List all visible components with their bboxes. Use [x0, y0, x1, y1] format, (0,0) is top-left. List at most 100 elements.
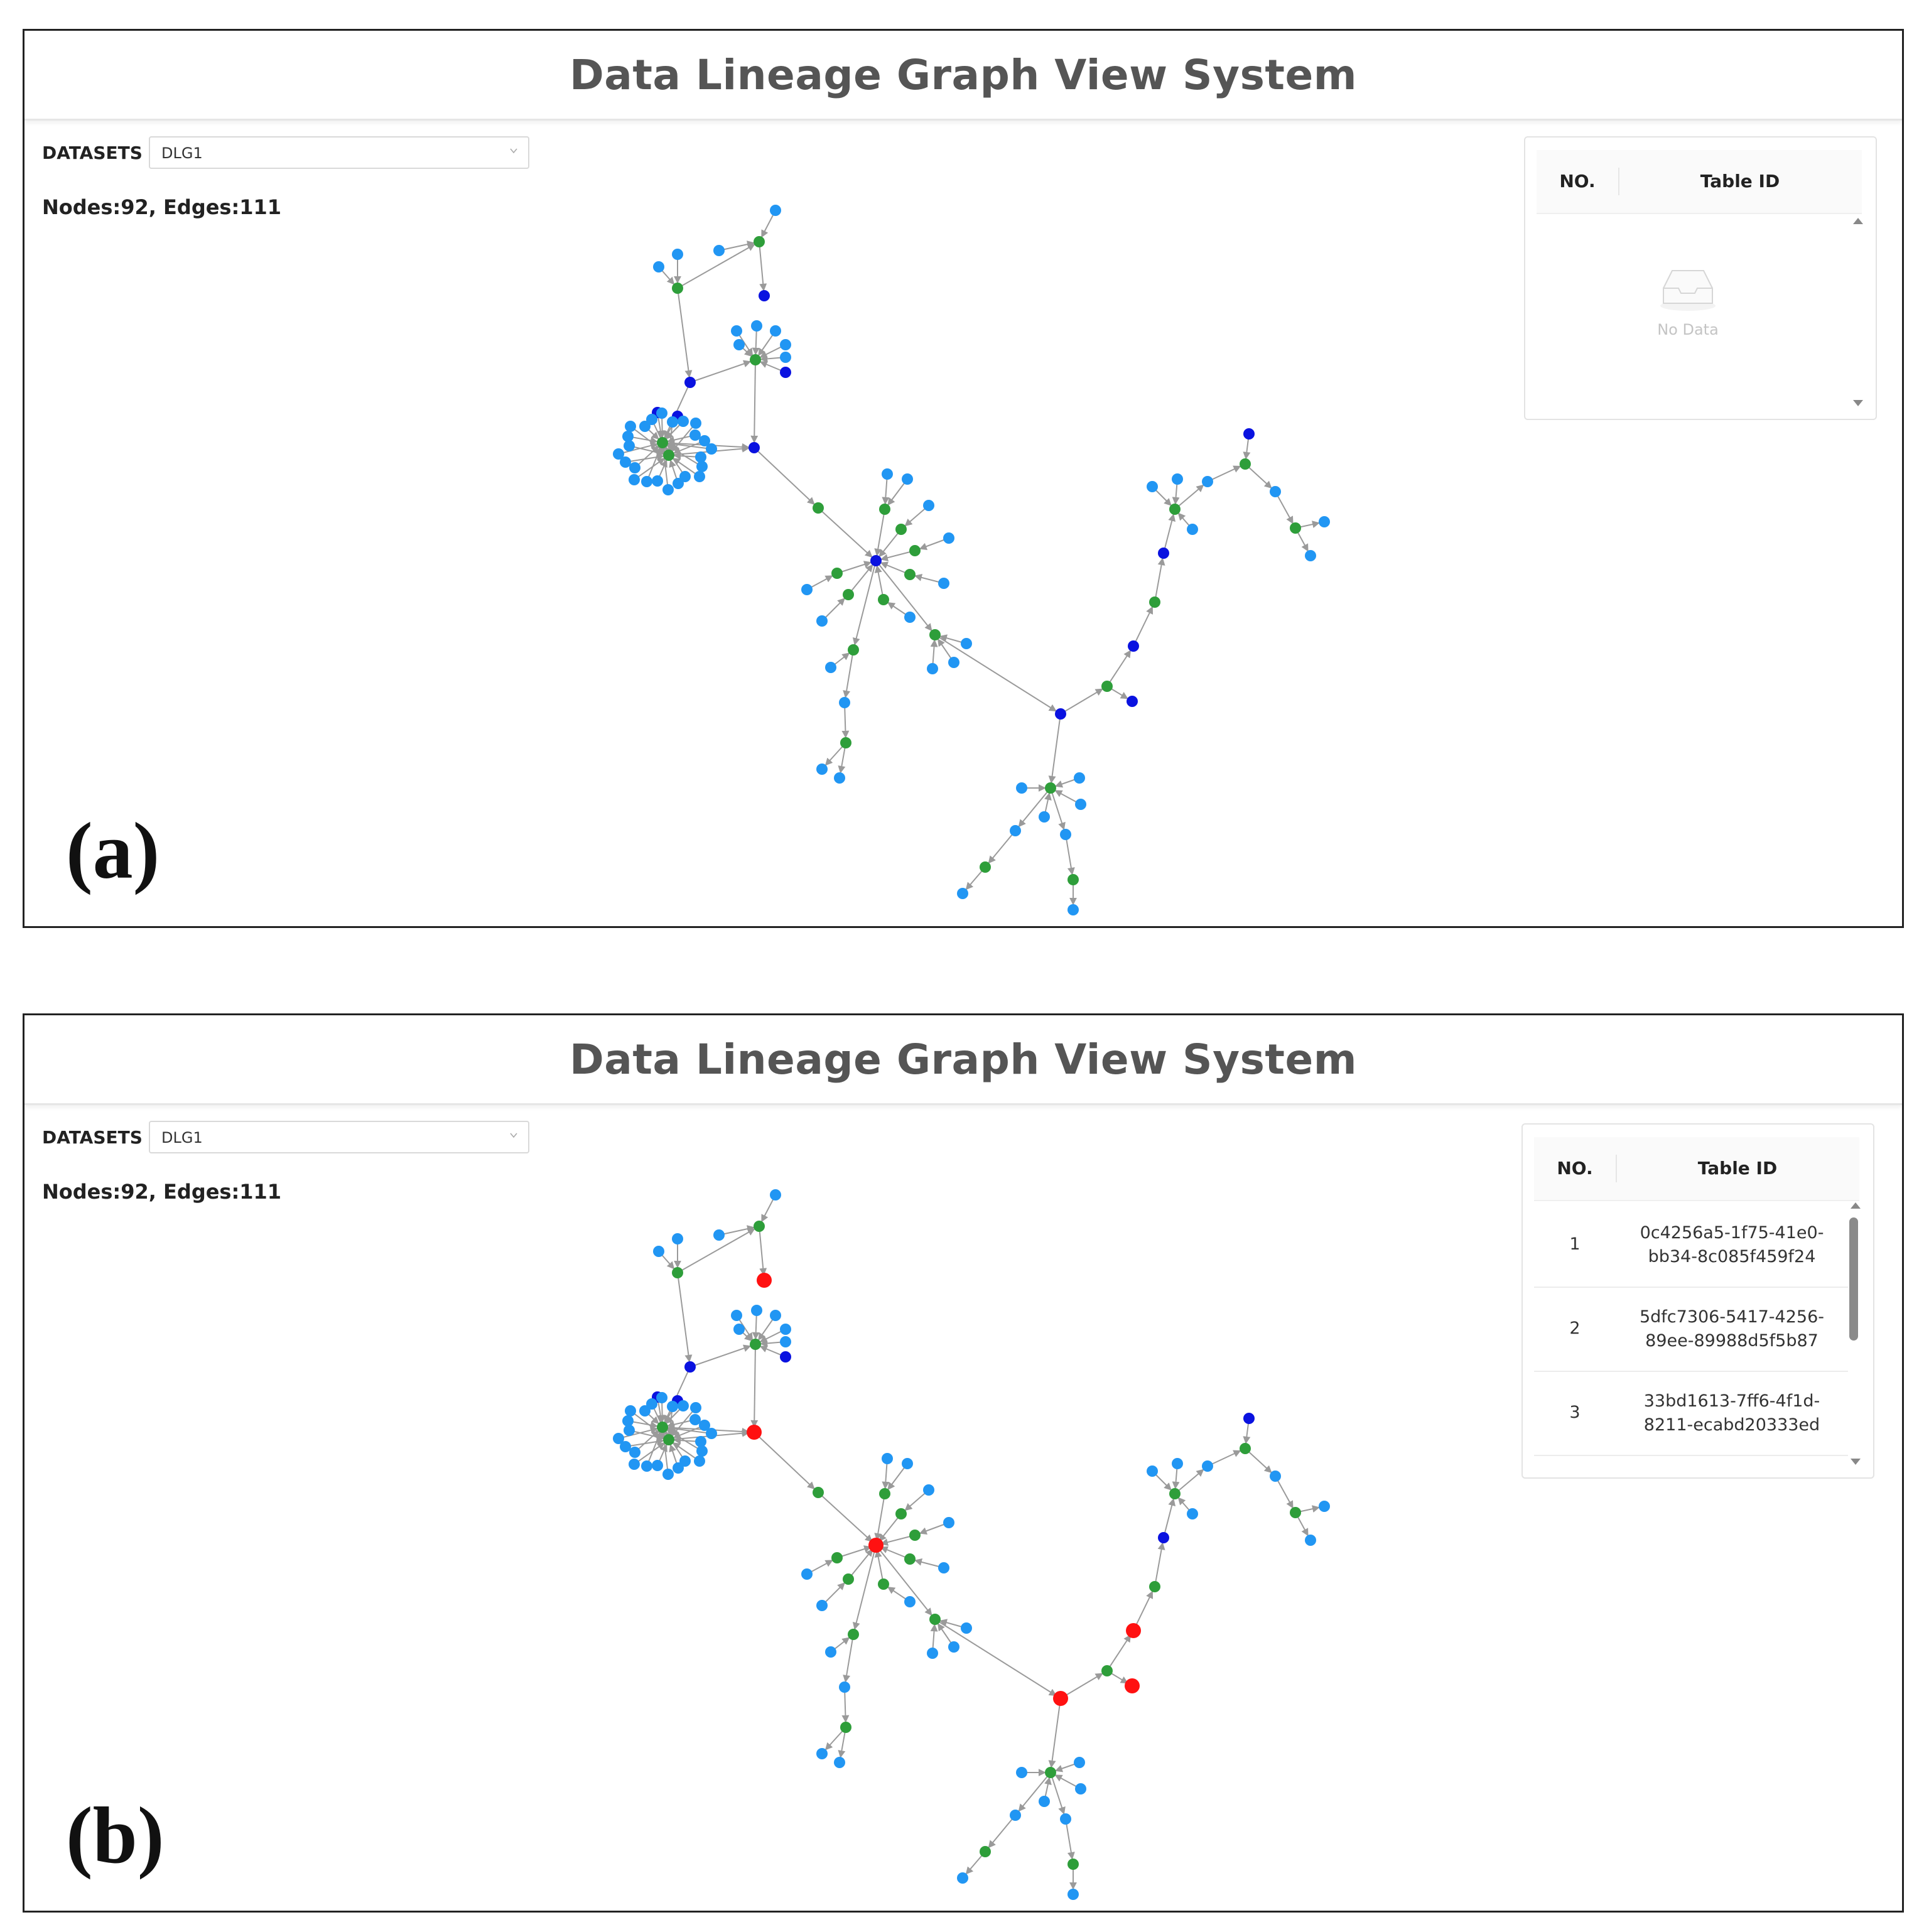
- graph-node[interactable]: [713, 245, 725, 256]
- graph-node[interactable]: [613, 448, 624, 460]
- graph-node[interactable]: [672, 283, 683, 294]
- graph-node[interactable]: [848, 1629, 859, 1640]
- graph-node[interactable]: [672, 1267, 683, 1278]
- graph-node[interactable]: [673, 478, 684, 489]
- graph-node[interactable]: [652, 1460, 663, 1471]
- graph-node[interactable]: [620, 1441, 631, 1452]
- graph-node[interactable]: [1075, 1783, 1086, 1794]
- graph-node[interactable]: [938, 578, 949, 589]
- graph-node[interactable]: [882, 468, 893, 480]
- graph-node[interactable]: [1147, 1465, 1158, 1477]
- graph-node[interactable]: [1243, 428, 1255, 440]
- graph-node[interactable]: [961, 638, 972, 649]
- graph-node[interactable]: [1045, 782, 1056, 794]
- graph-node[interactable]: [870, 555, 882, 566]
- graph-node[interactable]: [1147, 481, 1158, 492]
- graph-node[interactable]: [980, 861, 991, 873]
- graph-node[interactable]: [1270, 1471, 1281, 1482]
- graph-node[interactable]: [1149, 596, 1160, 608]
- graph-node[interactable]: [1074, 772, 1085, 784]
- graph-node[interactable]: [1075, 799, 1086, 810]
- datasets-select[interactable]: DLG1: [149, 136, 529, 169]
- graph-node[interactable]: [904, 569, 916, 580]
- graph-node-highlighted[interactable]: [868, 1538, 884, 1553]
- graph-node[interactable]: [1187, 1508, 1198, 1519]
- graph-node[interactable]: [770, 205, 781, 216]
- graph-node[interactable]: [816, 764, 828, 775]
- graph-node[interactable]: [943, 532, 954, 544]
- graph-node-highlighted[interactable]: [1053, 1691, 1068, 1706]
- table-row[interactable]: 2 5dfc7306-5417-4256- 89ee-89988d5f5b87: [1534, 1287, 1848, 1372]
- graph-node[interactable]: [696, 1445, 708, 1457]
- graph-node[interactable]: [929, 1614, 941, 1625]
- graph-node[interactable]: [1067, 874, 1079, 885]
- graph-node[interactable]: [840, 737, 851, 748]
- graph-node[interactable]: [780, 352, 791, 363]
- graph-node[interactable]: [629, 1447, 640, 1458]
- graph-node[interactable]: [1127, 696, 1138, 707]
- graph-node[interactable]: [750, 1339, 761, 1350]
- graph-node[interactable]: [980, 1846, 991, 1857]
- graph-node[interactable]: [733, 1324, 745, 1335]
- lineage-graph[interactable]: [24, 119, 1902, 926]
- graph-node[interactable]: [843, 1573, 854, 1585]
- graph-node[interactable]: [731, 325, 742, 337]
- graph-node[interactable]: [695, 1436, 706, 1447]
- graph-node[interactable]: [813, 502, 824, 514]
- graph-node[interactable]: [780, 1324, 791, 1335]
- graph-node[interactable]: [754, 236, 765, 247]
- graph-node[interactable]: [948, 1641, 959, 1653]
- lineage-graph[interactable]: [24, 1103, 1902, 1911]
- graph-node[interactable]: [641, 476, 652, 487]
- graph-node[interactable]: [927, 1648, 938, 1659]
- graph-node[interactable]: [1039, 811, 1050, 823]
- graph-node[interactable]: [1172, 473, 1183, 485]
- graph-node[interactable]: [895, 1508, 907, 1519]
- graph-node[interactable]: [1045, 1767, 1056, 1778]
- graph-node[interactable]: [923, 500, 934, 511]
- graph-node[interactable]: [1010, 1810, 1021, 1821]
- graph-node[interactable]: [696, 461, 708, 472]
- graph-node[interactable]: [652, 475, 663, 487]
- graph-node[interactable]: [749, 442, 760, 453]
- graph-node[interactable]: [813, 1487, 824, 1498]
- graph-node[interactable]: [1319, 1501, 1330, 1512]
- graph-node[interactable]: [1290, 1507, 1301, 1518]
- graph-node[interactable]: [780, 1351, 791, 1363]
- graph-node[interactable]: [816, 615, 828, 627]
- graph-node[interactable]: [751, 1305, 762, 1316]
- graph-node[interactable]: [1016, 1767, 1027, 1778]
- graph-node[interactable]: [1149, 1581, 1160, 1592]
- graph-node[interactable]: [1055, 708, 1066, 720]
- graph-node[interactable]: [663, 450, 674, 461]
- graph-node[interactable]: [825, 1646, 836, 1658]
- scrollbar-thumb[interactable]: [1849, 1217, 1858, 1341]
- graph-node[interactable]: [831, 568, 843, 579]
- graph-node[interactable]: [624, 1425, 635, 1436]
- graph-node[interactable]: [909, 545, 921, 556]
- graph-node[interactable]: [938, 1562, 949, 1573]
- graph-node[interactable]: [1101, 681, 1113, 692]
- graph-node[interactable]: [843, 589, 854, 600]
- graph-node[interactable]: [816, 1748, 828, 1759]
- graph-node[interactable]: [667, 416, 678, 428]
- graph-node[interactable]: [750, 354, 761, 365]
- graph-node[interactable]: [639, 1405, 651, 1417]
- graph-node[interactable]: [689, 1414, 701, 1425]
- graph-node[interactable]: [957, 1872, 968, 1884]
- graph-node[interactable]: [879, 1488, 890, 1499]
- graph-node[interactable]: [622, 431, 634, 442]
- graph-node[interactable]: [656, 407, 667, 419]
- datasets-select[interactable]: DLG1: [149, 1121, 529, 1153]
- graph-node[interactable]: [902, 473, 913, 485]
- graph-node[interactable]: [672, 1233, 683, 1244]
- graph-node[interactable]: [684, 1361, 696, 1373]
- graph-node[interactable]: [927, 663, 938, 674]
- graph-node[interactable]: [1169, 1488, 1181, 1499]
- graph-node[interactable]: [695, 451, 706, 463]
- graph-node[interactable]: [1172, 1458, 1183, 1469]
- graph-node[interactable]: [780, 1336, 791, 1347]
- graph-node[interactable]: [878, 1579, 889, 1590]
- graph-node[interactable]: [657, 1422, 668, 1433]
- graph-node[interactable]: [1016, 782, 1027, 794]
